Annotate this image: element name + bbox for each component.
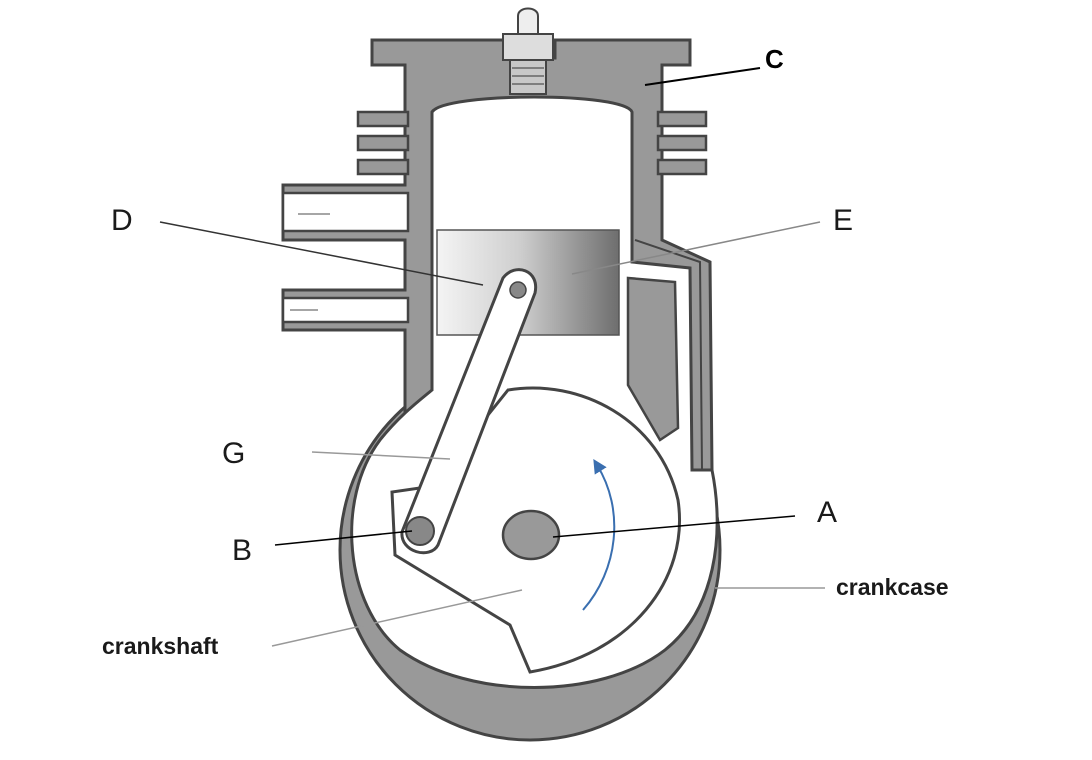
transfer-port-wall (626, 276, 680, 442)
connecting-rod (400, 268, 538, 555)
label-crankshaft: crankshaft (102, 633, 219, 659)
leader-c (644, 67, 761, 86)
label-e: E (833, 204, 853, 237)
main-shaft (501, 509, 561, 561)
leader-e (571, 221, 821, 275)
transfer-passage (634, 239, 703, 471)
leader-crankshaft (271, 589, 523, 647)
cooling-fins-left (356, 110, 410, 176)
intake-port (281, 296, 410, 324)
leader-g (311, 451, 451, 460)
leader-lines (159, 67, 825, 647)
label-crankcase: crankcase (836, 574, 949, 600)
spark-plug (502, 7, 554, 95)
wrist-pin (509, 281, 527, 299)
label-b: B (232, 534, 252, 567)
leader-a (552, 515, 796, 538)
label-c: C (765, 44, 784, 74)
cooling-fins-right (656, 110, 708, 176)
leader-d (159, 221, 484, 286)
label-d: D (111, 204, 133, 237)
label-g: G (222, 437, 245, 470)
leader-b (274, 530, 413, 546)
exhaust-port (281, 191, 410, 233)
rotation-arrow (582, 459, 616, 611)
label-a: A (817, 496, 837, 529)
